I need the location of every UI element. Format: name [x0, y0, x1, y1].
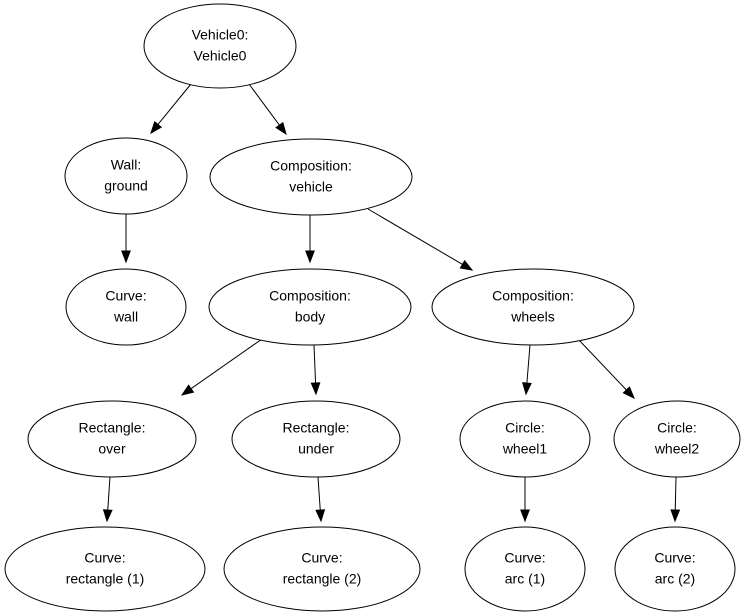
- graph-node-composition_body[interactable]: Composition: body: [208, 268, 412, 346]
- graph-edge: [121, 214, 131, 264]
- node-label-line2: ground: [104, 178, 148, 194]
- nodes-layer: Vehicle0:Vehicle0Wall:groundComposition:…: [4, 3, 741, 612]
- edge-arrowhead: [670, 509, 681, 523]
- node-ellipse[interactable]: [27, 400, 197, 478]
- node-label-line1: Composition:: [269, 288, 351, 304]
- node-label-line2: over: [98, 441, 126, 457]
- graph-edge: [305, 215, 315, 264]
- node-label-line1: Curve:: [504, 550, 545, 566]
- node-ellipse[interactable]: [464, 526, 586, 612]
- edge-arrowhead: [520, 509, 530, 523]
- node-label-line1: Rectangle:: [79, 420, 146, 436]
- edge-arrowhead: [305, 250, 315, 264]
- node-ellipse[interactable]: [431, 268, 635, 346]
- edge-arrowhead: [522, 382, 532, 396]
- node-label-line2: body: [295, 309, 325, 325]
- graph-node-curve_wall[interactable]: Curve: wall: [65, 268, 187, 346]
- edge-arrowhead: [102, 509, 113, 523]
- edge-arrowhead: [315, 509, 326, 523]
- node-ellipse[interactable]: [223, 526, 421, 612]
- edge-line: [313, 344, 317, 384]
- node-label-line1: Vehicle0:: [192, 27, 249, 43]
- graph-edge: [150, 83, 192, 135]
- node-ellipse[interactable]: [459, 400, 591, 478]
- node-label-line2: under: [298, 441, 334, 457]
- node-label-line2: wheel2: [654, 441, 700, 457]
- node-label-line2: vehicle: [289, 179, 333, 195]
- node-label-line1: Rectangle:: [283, 420, 350, 436]
- edge-line: [317, 476, 321, 511]
- node-label-line1: Wall:: [111, 157, 142, 173]
- node-ellipse[interactable]: [4, 526, 206, 612]
- node-label-line2: rectangle (1): [66, 571, 145, 587]
- graph-node-curve_rectangle_2[interactable]: Curve: rectangle (2): [223, 526, 421, 612]
- edge-arrowhead: [121, 250, 131, 264]
- graph-edge: [102, 476, 113, 523]
- graph-edge: [670, 476, 681, 523]
- graph-node-curve_rectangle_1[interactable]: Curve: rectangle (1): [4, 526, 206, 612]
- graph-edge: [180, 338, 263, 396]
- edge-line: [577, 338, 627, 391]
- node-ellipse[interactable]: [209, 138, 413, 216]
- node-label-line2: arc (1): [505, 571, 545, 587]
- edge-arrowhead: [275, 121, 287, 136]
- edge-line: [674, 476, 677, 511]
- graph-node-rectangle_under[interactable]: Rectangle: under: [231, 400, 401, 478]
- node-label-line1: Composition:: [270, 158, 352, 174]
- graph-edge: [520, 477, 530, 523]
- graph-edge: [577, 338, 635, 400]
- node-label-line2: wheels: [510, 309, 555, 325]
- node-label-line2: wheel1: [502, 441, 548, 457]
- node-ellipse[interactable]: [208, 268, 412, 346]
- node-label-line1: Composition:: [492, 288, 574, 304]
- node-label-line2: rectangle (2): [283, 571, 362, 587]
- node-ellipse[interactable]: [614, 526, 736, 612]
- graph-node-curve_arc_2[interactable]: Curve: arc (2): [614, 526, 736, 612]
- edge-arrowhead: [310, 382, 321, 396]
- graph-node-curve_arc_1[interactable]: Curve: arc (1): [464, 526, 586, 612]
- node-label-line2: Vehicle0: [194, 48, 247, 64]
- graph-node-wall_ground[interactable]: Wall: ground: [64, 137, 188, 215]
- edge-line: [157, 83, 192, 125]
- graph-edge: [522, 344, 532, 396]
- node-label-line1: Curve:: [301, 550, 342, 566]
- graph-node-composition_vehicle[interactable]: Composition: vehicle: [209, 138, 413, 216]
- edge-arrowhead: [150, 120, 163, 135]
- graph-edge: [310, 344, 321, 396]
- graph-edge: [248, 83, 287, 136]
- edges-layer: [102, 83, 681, 523]
- edge-line: [107, 476, 111, 511]
- node-ellipse[interactable]: [65, 268, 187, 346]
- graph-edge: [315, 476, 326, 523]
- edge-line: [190, 338, 263, 390]
- node-label-line2: wall: [113, 309, 138, 325]
- edge-line: [248, 83, 280, 126]
- edge-arrowhead: [459, 259, 474, 271]
- node-label-line1: Curve:: [84, 550, 125, 566]
- node-ellipse[interactable]: [613, 400, 741, 478]
- edge-line: [367, 208, 463, 265]
- graph-node-rectangle_over[interactable]: Rectangle: over: [27, 400, 197, 478]
- graph-node-vehicle0[interactable]: Vehicle0: Vehicle0: [143, 3, 297, 89]
- node-ellipse[interactable]: [231, 400, 401, 478]
- edge-line: [526, 344, 531, 384]
- graph-edge: [367, 208, 474, 271]
- edge-arrowhead: [622, 386, 635, 400]
- node-label-line1: Curve:: [105, 288, 146, 304]
- node-label-line1: Circle:: [657, 420, 697, 436]
- node-label-line2: arc (2): [655, 571, 695, 587]
- node-label-line1: Curve:: [654, 550, 695, 566]
- node-ellipse[interactable]: [64, 137, 188, 215]
- graph-node-composition_wheels[interactable]: Composition: wheels: [431, 268, 635, 346]
- node-ellipse[interactable]: [143, 3, 297, 89]
- graph-node-circle_wheel2[interactable]: Circle: wheel2: [613, 400, 741, 478]
- node-label-line1: Circle:: [505, 420, 545, 436]
- graph-node-circle_wheel1[interactable]: Circle: wheel1: [459, 400, 591, 478]
- edge-arrowhead: [180, 384, 195, 396]
